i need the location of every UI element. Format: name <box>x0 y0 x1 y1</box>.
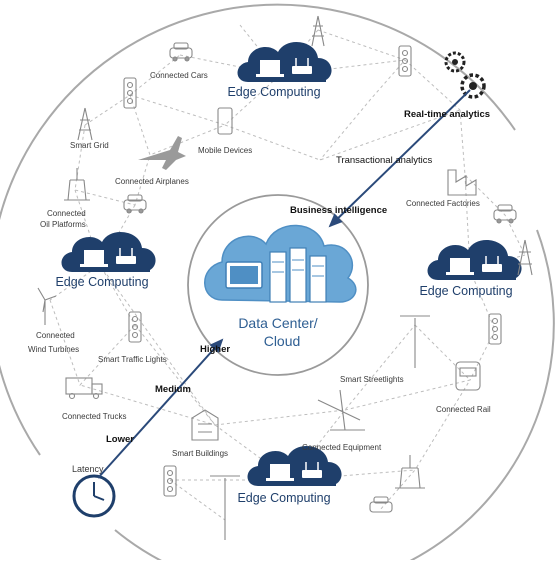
label-connected-trucks: Connected Trucks <box>62 412 126 421</box>
car-icon <box>493 204 517 224</box>
edge-label-bottom: Edge Computing <box>237 491 330 505</box>
laptop-icon <box>450 258 470 272</box>
traffic-light-icon <box>128 311 142 343</box>
oil-platform-icon <box>64 168 90 201</box>
edge-cloud-left <box>61 231 156 272</box>
label-smart-buildings: Smart Buildings <box>172 449 228 458</box>
label-connected-equipment: Connected Equipment <box>302 443 382 452</box>
laptop-icon <box>260 60 280 74</box>
clock-icon <box>72 474 116 518</box>
power-tower-icon <box>517 239 533 276</box>
traffic-light-icon <box>398 45 412 77</box>
label-latency-medium: Medium <box>155 384 191 395</box>
factory-icon <box>447 169 477 196</box>
power-tower-icon <box>311 15 325 47</box>
center-title-line1: Data Center/ <box>238 315 317 331</box>
crane-icon <box>317 389 365 431</box>
airplane-icon <box>138 136 186 170</box>
streetlight-icon <box>400 315 430 368</box>
car-icon <box>123 194 147 214</box>
mobile-device-icon <box>217 107 233 135</box>
laptop-icon <box>270 464 290 478</box>
router-icon <box>292 66 312 74</box>
edge-label-top: Edge Computing <box>227 85 320 99</box>
edge-cloud-bottom <box>247 445 342 486</box>
label-mobile-devices: Mobile Devices <box>198 146 252 155</box>
data-center-cloud <box>204 224 357 303</box>
traffic-light-icon <box>163 465 177 497</box>
server-rack-icon <box>309 255 327 303</box>
car-icon <box>369 496 393 513</box>
analytics-arrow <box>328 89 471 228</box>
label-smart-grid: Smart Grid <box>70 141 109 150</box>
train-icon <box>455 361 481 391</box>
truck-icon <box>65 377 103 400</box>
server-rack-icon <box>289 247 307 303</box>
label-connected-cars: Connected Cars <box>150 71 208 80</box>
edge-label-right: Edge Computing <box>419 284 512 298</box>
label-business-intelligence: Business intelligence <box>290 205 387 216</box>
label-transactional-analytics: Transactional analytics <box>336 155 433 166</box>
label-wind-turbines-2: Wind Turbines <box>28 345 79 354</box>
inner-ring <box>187 194 369 376</box>
label-smart-traffic-lights: Smart Traffic Lights <box>98 355 167 364</box>
latency-arrow <box>97 338 224 479</box>
oil-platform-icon <box>395 455 425 489</box>
car-icon <box>169 42 193 62</box>
router-icon <box>116 256 136 264</box>
edge-cloud-top <box>237 41 332 82</box>
gears-icon <box>444 51 486 99</box>
router-icon <box>482 264 502 272</box>
streetlight-icon <box>210 475 240 540</box>
label-connected-airplanes: Connected Airplanes <box>115 177 189 186</box>
label-wind-turbines-1: Connected <box>36 331 75 340</box>
label-connected-factories: Connected Factories <box>406 199 480 208</box>
wind-turbine-icon <box>37 287 57 325</box>
label-latency-higher: Higher <box>200 344 230 355</box>
label-real-time-analytics: Real-time analytics <box>404 109 490 120</box>
power-tower-icon <box>77 107 93 141</box>
center-title-line2: Cloud <box>264 333 301 349</box>
label-connected-rail: Connected Rail <box>436 405 491 414</box>
edge-label-left: Edge Computing <box>55 275 148 289</box>
outer-ring <box>0 3 516 456</box>
label-smart-streetlights: Smart Streetlights <box>340 375 404 384</box>
traffic-light-icon <box>488 313 502 345</box>
building-icon <box>191 409 219 441</box>
label-oil-platforms-2: Oil Platforms <box>40 220 86 229</box>
outer-ring-tail <box>114 229 555 565</box>
label-latency-lower: Lower <box>106 434 134 445</box>
label-oil-platforms-1: Connected <box>47 209 86 218</box>
traffic-light-icon <box>123 77 137 109</box>
router-icon <box>302 470 322 478</box>
edge-cloud-right <box>427 239 522 280</box>
laptop-icon <box>84 250 104 264</box>
label-latency: Latency <box>72 464 104 474</box>
server-rack-icon <box>269 251 287 303</box>
